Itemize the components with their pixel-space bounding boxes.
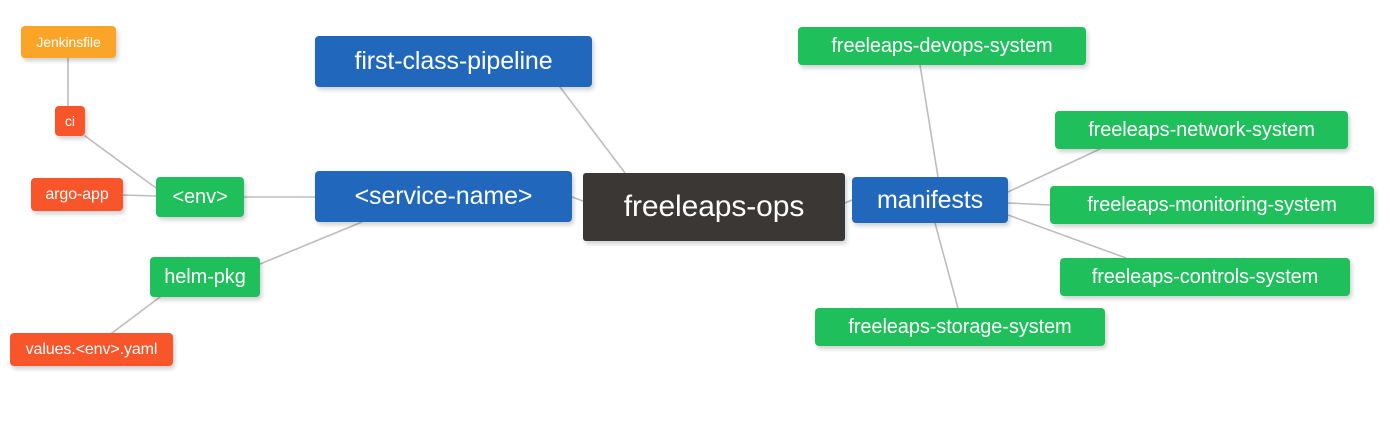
node-argoapp[interactable]: argo-app — [31, 178, 123, 211]
node-label: freeleaps-storage-system — [848, 316, 1072, 338]
node-helmpkg[interactable]: helm-pkg — [150, 257, 260, 297]
node-label: argo-app — [45, 185, 109, 203]
edge-manifests-to-storage — [934, 222, 959, 309]
node-label: helm-pkg — [164, 266, 246, 288]
node-network[interactable]: freeleaps-network-system — [1055, 111, 1348, 149]
edge-root-to-service — [571, 196, 584, 202]
node-label: <service-name> — [354, 182, 533, 210]
node-label: freeleaps-devops-system — [831, 35, 1053, 57]
edge-env-to-argoapp — [122, 194, 157, 197]
node-label: first-class-pipeline — [354, 47, 553, 75]
node-label: freeleaps-ops — [623, 190, 805, 223]
edge-service-to-helmpkg — [259, 221, 363, 265]
edge-helmpkg-to-values — [111, 296, 161, 334]
node-label: freeleaps-controls-system — [1091, 266, 1319, 288]
node-service[interactable]: <service-name> — [315, 171, 572, 222]
node-devops[interactable]: freeleaps-devops-system — [798, 27, 1086, 65]
node-label: freeleaps-network-system — [1088, 119, 1315, 141]
node-pipeline[interactable]: first-class-pipeline — [315, 36, 592, 87]
node-label: values.<env>.yaml — [25, 340, 158, 358]
edge-root-to-pipeline — [559, 86, 626, 174]
node-label: ci — [65, 113, 75, 129]
edge-manifests-to-monitoring — [1007, 202, 1051, 206]
node-label: manifests — [876, 185, 984, 214]
node-label: freeleaps-monitoring-system — [1087, 194, 1337, 216]
node-monitoring[interactable]: freeleaps-monitoring-system — [1050, 186, 1374, 224]
node-root[interactable]: freeleaps-ops — [583, 173, 845, 241]
node-controls[interactable]: freeleaps-controls-system — [1060, 258, 1350, 296]
node-label: Jenkinsfile — [36, 34, 101, 50]
node-storage[interactable]: freeleaps-storage-system — [815, 308, 1105, 346]
node-label: <env> — [172, 186, 228, 208]
node-ci[interactable]: ci — [55, 106, 85, 136]
node-env[interactable]: <env> — [156, 177, 244, 217]
node-manifests[interactable]: manifests — [852, 177, 1008, 223]
edge-root-to-manifests — [844, 199, 853, 204]
node-values[interactable]: values.<env>.yaml — [10, 333, 173, 366]
node-jenkins[interactable]: Jenkinsfile — [21, 26, 116, 58]
edge-manifests-to-devops — [919, 64, 939, 178]
